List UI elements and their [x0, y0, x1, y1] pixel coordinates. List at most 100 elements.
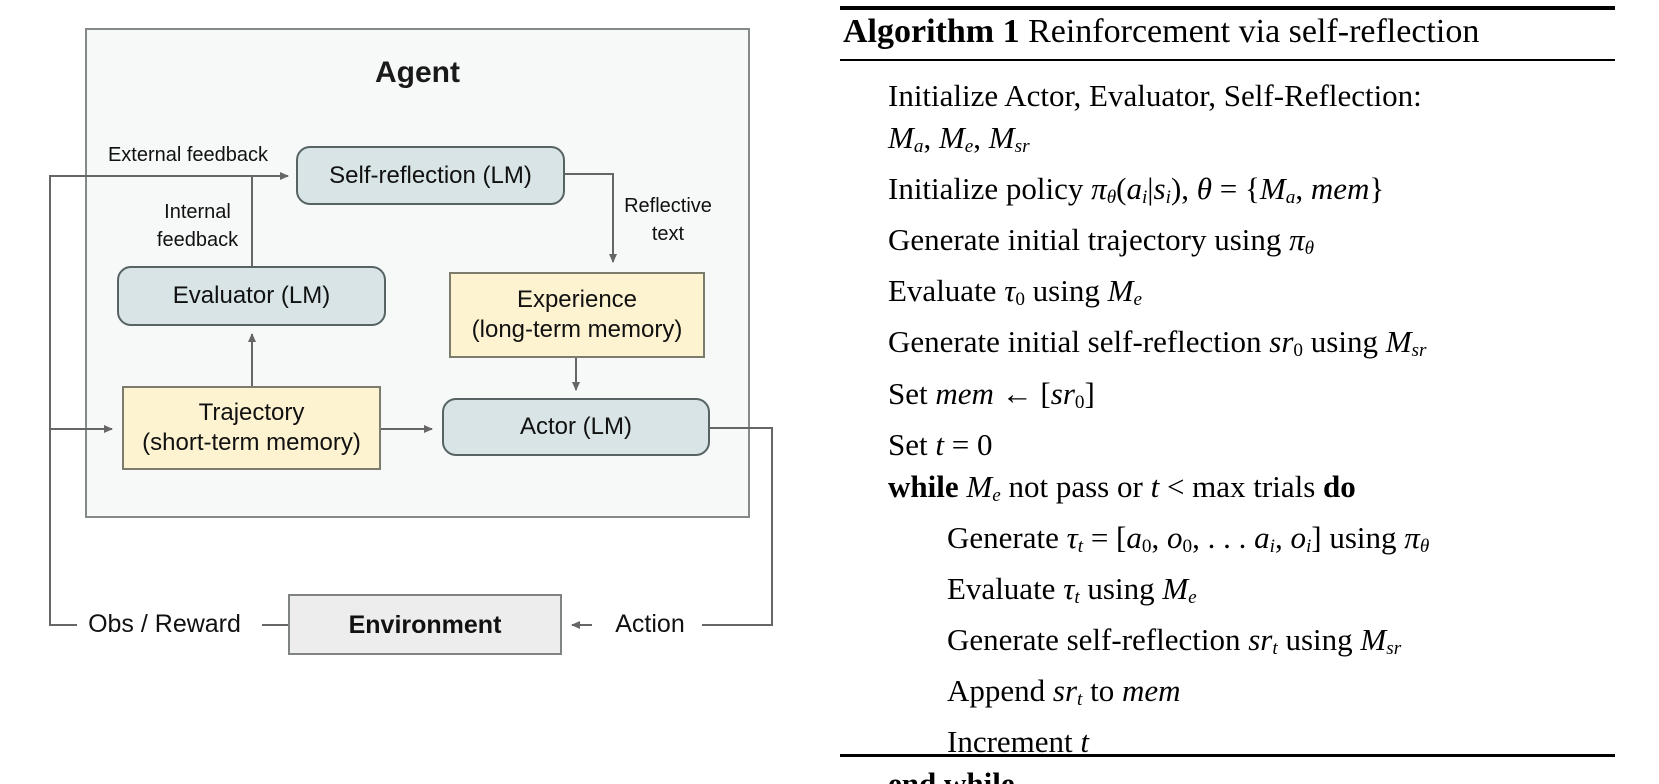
algorithm-segment: end while: [888, 766, 1015, 784]
algorithm-segment: = 0: [944, 426, 993, 462]
algorithm-segment: M: [966, 468, 993, 504]
algorithm-segment: sr: [1248, 621, 1273, 657]
algorithm-segment: using: [1277, 621, 1361, 657]
algorithm-body: Initialize Actor, Evaluator, Self-Reflec…: [840, 75, 1615, 784]
algorithm-segment: a: [913, 136, 924, 158]
algorithm-line-8: Set t = 0: [840, 424, 1615, 466]
algorithm-segment: i: [1165, 187, 1171, 209]
algorithm-line-12: Generate self-reflection srt using Msr: [840, 619, 1615, 670]
algorithm-segment: e: [992, 484, 1001, 506]
algorithm-segment: while: [888, 468, 967, 504]
algorithm-line-2: Ma, Me, Msr: [840, 117, 1615, 168]
algorithm-segment: Initialize Actor, Evaluator, Self-Reflec…: [888, 78, 1422, 113]
algorithm-segment: ),: [1170, 171, 1197, 207]
algorithm-title: Algorithm 1 Reinforcement via self-refle…: [843, 13, 1479, 51]
algorithm-segment: e: [1188, 587, 1197, 609]
algorithm-segment: M: [1360, 621, 1387, 657]
algorithm-segment: i: [1269, 535, 1275, 557]
external-feedback-label: External feedback: [107, 144, 269, 166]
algorithm-segment: t: [1077, 689, 1083, 711]
algorithm-line-6: Generate initial self-reflection sr0 usi…: [840, 321, 1615, 372]
algorithm-segment: 0: [1182, 535, 1193, 557]
algorithm-segment: mem: [1310, 171, 1370, 207]
agent-environment-diagram: Agent Self-reflection (LM): [0, 0, 800, 784]
algorithm-segment: a: [1126, 519, 1142, 555]
algorithm-segment: mem: [1122, 673, 1181, 709]
algorithm-segment: sr: [1411, 340, 1427, 362]
obs-reward-label: Obs / Reward: [88, 610, 241, 638]
agent-title: Agent: [375, 56, 460, 89]
edge-selfreflection-to-experience-line: [565, 173, 617, 263]
algorithm-segment: t: [1074, 587, 1080, 609]
algorithm-segment: Initialize policy: [888, 171, 1092, 207]
self-reflection-box: Self-reflection (LM): [296, 146, 565, 205]
algorithm-segment: θ: [1304, 238, 1315, 260]
trajectory-box: Trajectory (short-term memory): [122, 386, 381, 470]
algorithm-segment: sr: [1050, 375, 1075, 411]
algorithm-segment: Set: [888, 426, 936, 462]
algorithm-segment: M: [1385, 324, 1412, 360]
algorithm-segment: M: [1107, 273, 1134, 309]
algorithm-segment: s: [1153, 171, 1166, 207]
algorithm-segment: < max trials: [1159, 468, 1324, 504]
reflective-text-label: Reflective text: [624, 195, 712, 245]
algorithm-segment: a: [1254, 519, 1270, 555]
experience-label: Experience: [516, 286, 638, 313]
algorithm-line-4: Generate initial trajectory using πθ: [840, 219, 1615, 270]
algorithm-segment: ← [: [993, 375, 1051, 411]
algorithm-line-14: Increment t: [840, 721, 1615, 763]
algorithm-header-rule: [840, 59, 1615, 61]
trajectory-label: Trajectory: [198, 399, 305, 426]
algorithm-segment: i: [1141, 187, 1148, 209]
algorithm-segment: τ: [1063, 570, 1075, 606]
algorithm-segment: Generate initial self-reflection: [888, 324, 1270, 360]
algorithm-segment: using: [1079, 570, 1163, 606]
evaluator-label: Evaluator (LM): [172, 282, 331, 309]
algorithm-line-9: while Me not pass or t < max trials do: [840, 466, 1615, 517]
algorithm-line-11: Evaluate τt using Me: [840, 568, 1615, 619]
algorithm-segment: sr: [1052, 673, 1078, 709]
action-label: Action: [615, 610, 685, 638]
algorithm-segment: |: [1147, 171, 1154, 207]
algorithm-segment: i: [1305, 535, 1312, 557]
algorithm-segment: Append: [947, 673, 1053, 709]
environment-box: Environment: [288, 594, 562, 655]
algorithm-segment: ,: [923, 119, 939, 155]
algorithm-segment: π: [1404, 519, 1420, 555]
algorithm-segment: sr: [1269, 324, 1294, 360]
evaluator-box: Evaluator (LM): [117, 266, 386, 326]
algorithm-segment: Evaluate: [888, 273, 1005, 309]
algorithm-segment: ]: [1084, 375, 1095, 411]
algorithm-segment: ,: [1151, 519, 1167, 555]
edge-external-feedback-line: [49, 172, 289, 626]
algorithm-segment: Increment: [947, 724, 1081, 760]
algorithm-line-15: end while: [840, 763, 1615, 784]
internal-feedback-label: Internal feedback: [156, 201, 239, 251]
algorithm-segment: M: [938, 119, 965, 155]
algorithm-segment: θ: [1196, 171, 1212, 207]
algorithm-segment: M: [1162, 570, 1189, 606]
algorithm-segment: ] using: [1311, 519, 1405, 555]
algorithm-line-3: Initialize policy πθ(ai|si), θ = {Ma, me…: [840, 168, 1615, 219]
algorithm-segment: Generate initial trajectory using: [888, 222, 1290, 258]
algorithm-segment: τ: [1004, 273, 1016, 309]
algorithm-segment: M: [1259, 171, 1286, 207]
algorithm-segment: a: [1285, 187, 1296, 209]
algorithm-line-10: Generate τt = [a0, o0, . . . ai, oi] usi…: [840, 517, 1615, 568]
algorithm-segment: , . . .: [1192, 519, 1255, 555]
algorithm-segment: π: [1289, 222, 1305, 258]
algorithm-line-7: Set mem ← [sr0]: [840, 373, 1615, 424]
algorithm-segment: ,: [1295, 171, 1311, 207]
algorithm-segment: Evaluate: [947, 570, 1064, 606]
experience-box: Experience (long-term memory): [449, 272, 705, 358]
algorithm-segment: τ: [1066, 519, 1078, 555]
experience-sublabel: (long-term memory): [471, 316, 683, 343]
algorithm-line-13: Append srt to mem: [840, 670, 1615, 721]
trajectory-sublabel: (short-term memory): [142, 429, 361, 456]
algorithm-segment: e: [964, 136, 974, 158]
algorithm-segment: t: [1080, 724, 1090, 760]
algorithm-segment: sr: [1014, 136, 1030, 158]
algorithm-segment: mem: [935, 375, 994, 411]
algorithm-segment: 0: [1293, 340, 1304, 362]
